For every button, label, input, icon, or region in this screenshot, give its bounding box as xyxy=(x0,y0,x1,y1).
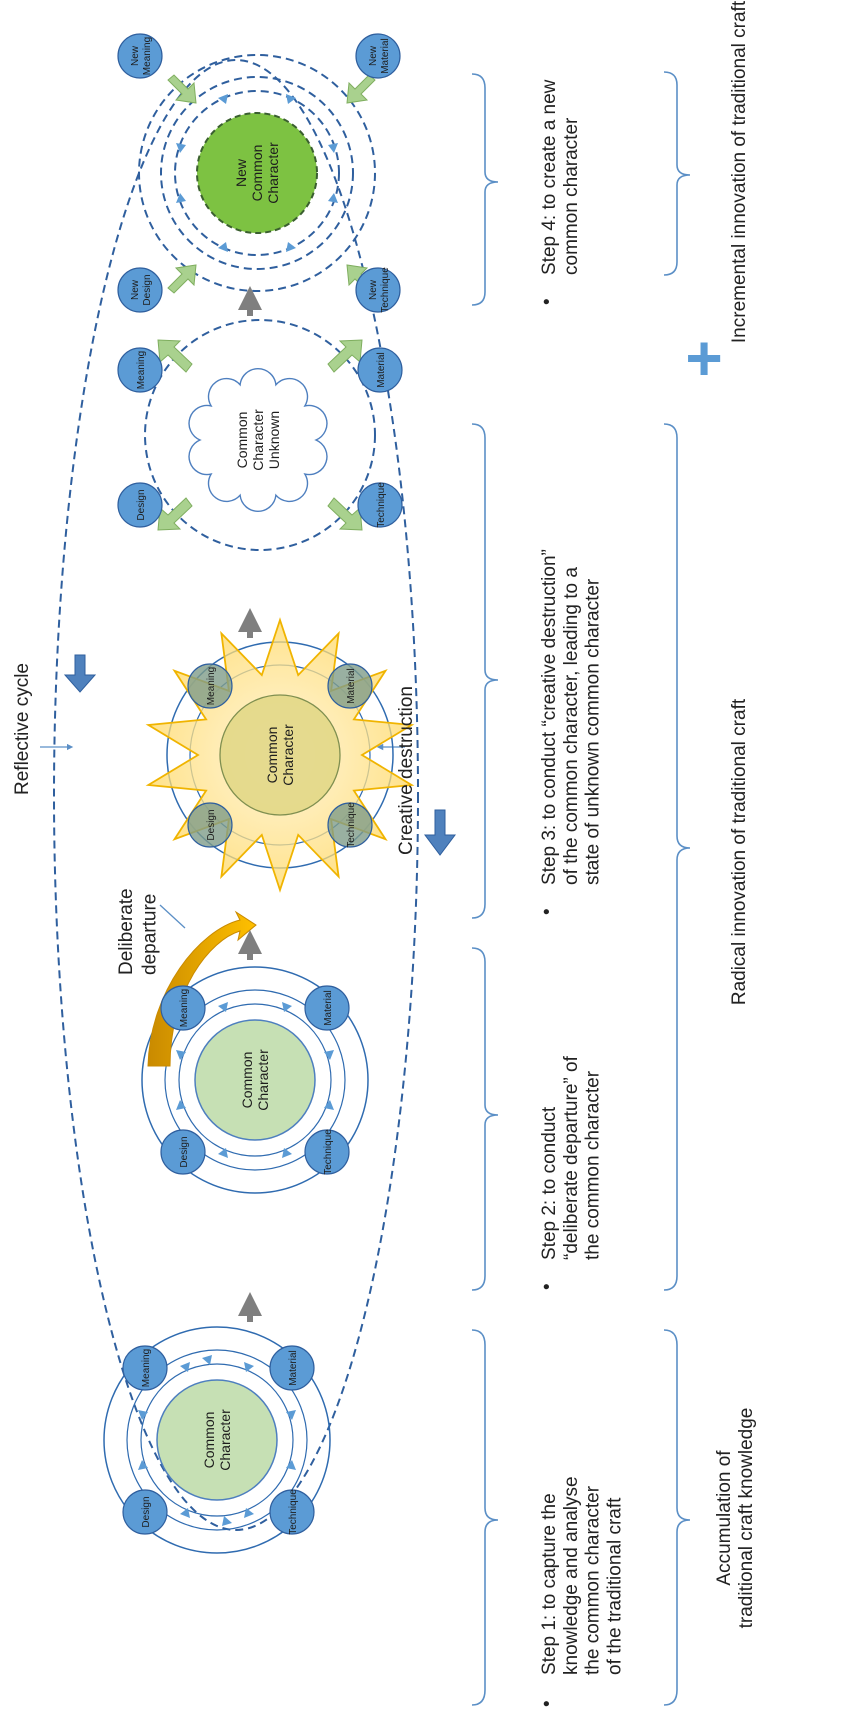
stage-1-arrows xyxy=(138,1355,296,1526)
node-meaning: Meaning xyxy=(117,347,163,393)
node-label: Material xyxy=(346,668,357,704)
stage-3-core xyxy=(219,694,341,816)
step-3-bullet: • xyxy=(537,908,558,915)
stage-2-core xyxy=(194,1019,316,1141)
node-design: Design xyxy=(187,802,233,848)
node-label: Design xyxy=(136,489,147,520)
node-label: Material xyxy=(323,990,334,1026)
brace-step3 xyxy=(471,423,499,919)
unknown-cloud xyxy=(188,368,328,512)
node-label: NewDesign xyxy=(130,274,153,305)
stage-2-arrows xyxy=(176,1002,334,1158)
accumulation-label: Accumulation oftraditional craft knowled… xyxy=(714,1408,757,1629)
node-label: Meaning xyxy=(179,989,190,1027)
node-label: NewTechnique xyxy=(368,267,391,313)
node-technique: Technique xyxy=(269,1489,315,1535)
node-design: Design xyxy=(122,1489,168,1535)
node-new-technique: NewTechnique xyxy=(355,267,401,313)
node-label: Design xyxy=(206,809,217,840)
reflective-cycle-label: Reflective cycle xyxy=(12,663,33,795)
step-2-text: Step 2: to conduct“deliberate departure”… xyxy=(539,1055,604,1260)
node-label: NewMeaning xyxy=(130,37,153,75)
brace-step1 xyxy=(471,1329,499,1706)
node-material: Material xyxy=(357,347,403,393)
deliberate-departure-pointer xyxy=(159,904,186,929)
node-label: Design xyxy=(141,1496,152,1527)
node-technique: Technique xyxy=(357,482,403,528)
reflective-cycle-ellipse xyxy=(53,59,419,1531)
step-3-text: Step 3: to conduct “creative destruction… xyxy=(539,549,604,885)
stage-1-diagram xyxy=(103,1326,331,1554)
node-material: Material xyxy=(327,663,373,709)
node-label: Meaning xyxy=(206,667,217,705)
node-label: Technique xyxy=(376,482,387,528)
step-1-bullet: • xyxy=(537,1700,558,1707)
node-technique: Technique xyxy=(327,802,373,848)
stage-5-diagram xyxy=(138,54,376,294)
stage-1-core xyxy=(156,1379,278,1501)
brace-accumulation xyxy=(663,1329,691,1706)
creative-destruction-arrow xyxy=(424,809,456,856)
incremental-innovation-label: Incremental innovation of traditional cr… xyxy=(729,0,750,343)
core-label-stage4: CommonCharacterUnknown xyxy=(234,409,282,471)
node-new-meaning: NewMeaning xyxy=(117,33,163,79)
node-meaning: Meaning xyxy=(187,663,233,709)
radical-innovation-label: Radical innovation of traditional craft xyxy=(729,698,750,1005)
step-4-text: Step 4: to create a newcommon character xyxy=(539,79,582,275)
stage-5-arrows xyxy=(176,94,338,252)
braces xyxy=(471,71,691,1706)
core-label-stage1: CommonCharacter xyxy=(201,1409,233,1471)
brace-radical xyxy=(663,423,691,1291)
reflective-cycle-arrow xyxy=(63,654,97,693)
core-labels: CommonCharacterCommonCharacterCommonChar… xyxy=(201,142,296,1471)
node-material: Material xyxy=(269,1345,315,1391)
rotated-labels: Reflective cycle Creative destructionDeli… xyxy=(12,0,757,1707)
step-4-bullet: • xyxy=(537,298,558,305)
node-new-material: NewMaterial xyxy=(355,33,401,79)
node-label: Technique xyxy=(288,1489,299,1535)
node-design: Design xyxy=(160,1129,206,1175)
step-1-text: Step 1: to capture theknowledge and anal… xyxy=(539,1476,625,1675)
core-label-stage5: NewCommonCharacter xyxy=(233,142,281,204)
brace-step2 xyxy=(471,947,499,1291)
step-2-bullet: • xyxy=(537,1283,558,1290)
core-label-stage2: CommonCharacter xyxy=(239,1049,271,1111)
node-label: Technique xyxy=(346,802,357,848)
node-design: Design xyxy=(117,482,163,528)
node-new-design: NewDesign xyxy=(117,267,163,313)
brace-incremental xyxy=(663,71,691,276)
node-label: Meaning xyxy=(141,1349,152,1387)
stage-4-diagram xyxy=(144,319,376,551)
node-meaning: Meaning xyxy=(160,985,206,1031)
node-label: Technique xyxy=(323,1129,334,1175)
brace-step4 xyxy=(471,73,499,306)
node-label: NewMaterial xyxy=(368,38,391,74)
core-label-stage3: CommonCharacter xyxy=(264,724,296,786)
node-label: Meaning xyxy=(136,351,147,389)
node-technique: Technique xyxy=(304,1129,350,1175)
node-label: Material xyxy=(288,1350,299,1386)
plus-sign: + xyxy=(685,322,722,394)
creative-destruction-label: Creative destruction xyxy=(396,686,417,855)
node-label: Material xyxy=(376,352,387,388)
node-material: Material xyxy=(304,985,350,1031)
node-label: Design xyxy=(179,1136,190,1167)
stage-5-core xyxy=(196,112,318,234)
node-meaning: Meaning xyxy=(122,1345,168,1391)
